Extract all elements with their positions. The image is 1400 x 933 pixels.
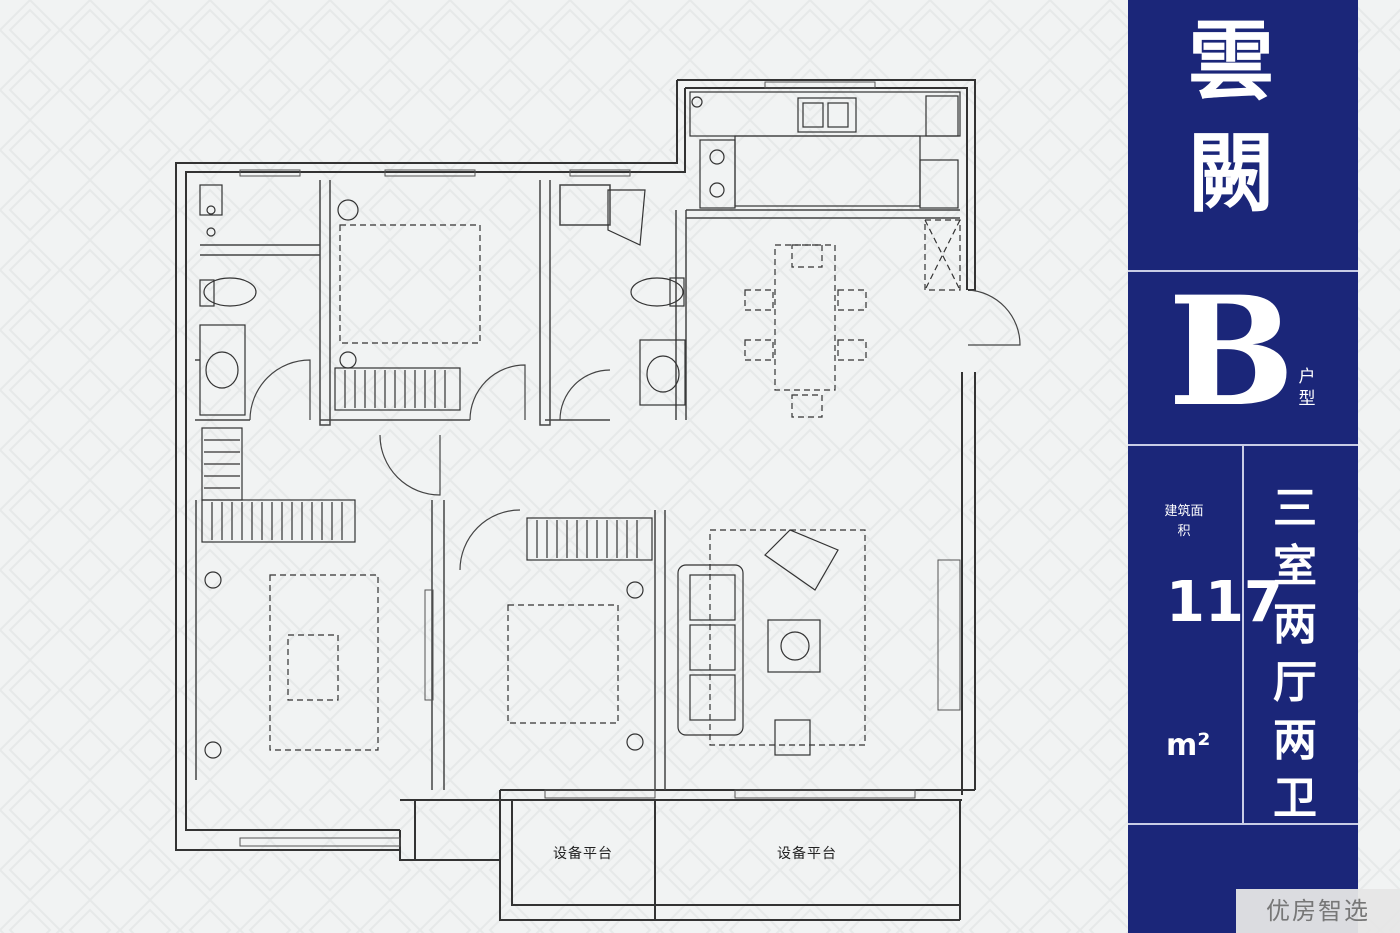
furniture	[269, 219, 961, 751]
area-caption: 建筑面积	[1164, 504, 1204, 539]
divider-top	[1128, 270, 1358, 272]
divider-vertical	[1242, 444, 1244, 824]
doors	[249, 289, 1021, 571]
layout-description: 三室两厅两卫	[1273, 483, 1317, 824]
area-unit: m²	[1166, 728, 1211, 763]
solid-furniture	[204, 199, 839, 759]
interior-walls	[195, 180, 960, 790]
windows	[239, 81, 961, 847]
bathroom-fixtures	[199, 184, 686, 416]
unit-type-suffix: 户型	[1298, 367, 1316, 409]
area-value: 117	[1166, 570, 1283, 635]
unit-type-letter: B	[1168, 264, 1295, 440]
room-label-platform-left: 设备平台	[553, 845, 613, 862]
wardrobes	[201, 367, 653, 561]
kitchen	[689, 91, 961, 209]
watermark: 优房智选	[1236, 889, 1400, 933]
brand-name: 雲闕	[1188, 11, 1274, 224]
floor-plan: 设备平台 设备平台	[175, 79, 1021, 921]
unit-info-panel: 雲闕 B 户型 建筑面积 117 m² 三室两厅两卫	[1128, 0, 1358, 933]
room-label-platform-right: 设备平台	[777, 845, 837, 862]
divider-bottom	[1128, 823, 1358, 825]
exterior-walls	[175, 79, 976, 921]
